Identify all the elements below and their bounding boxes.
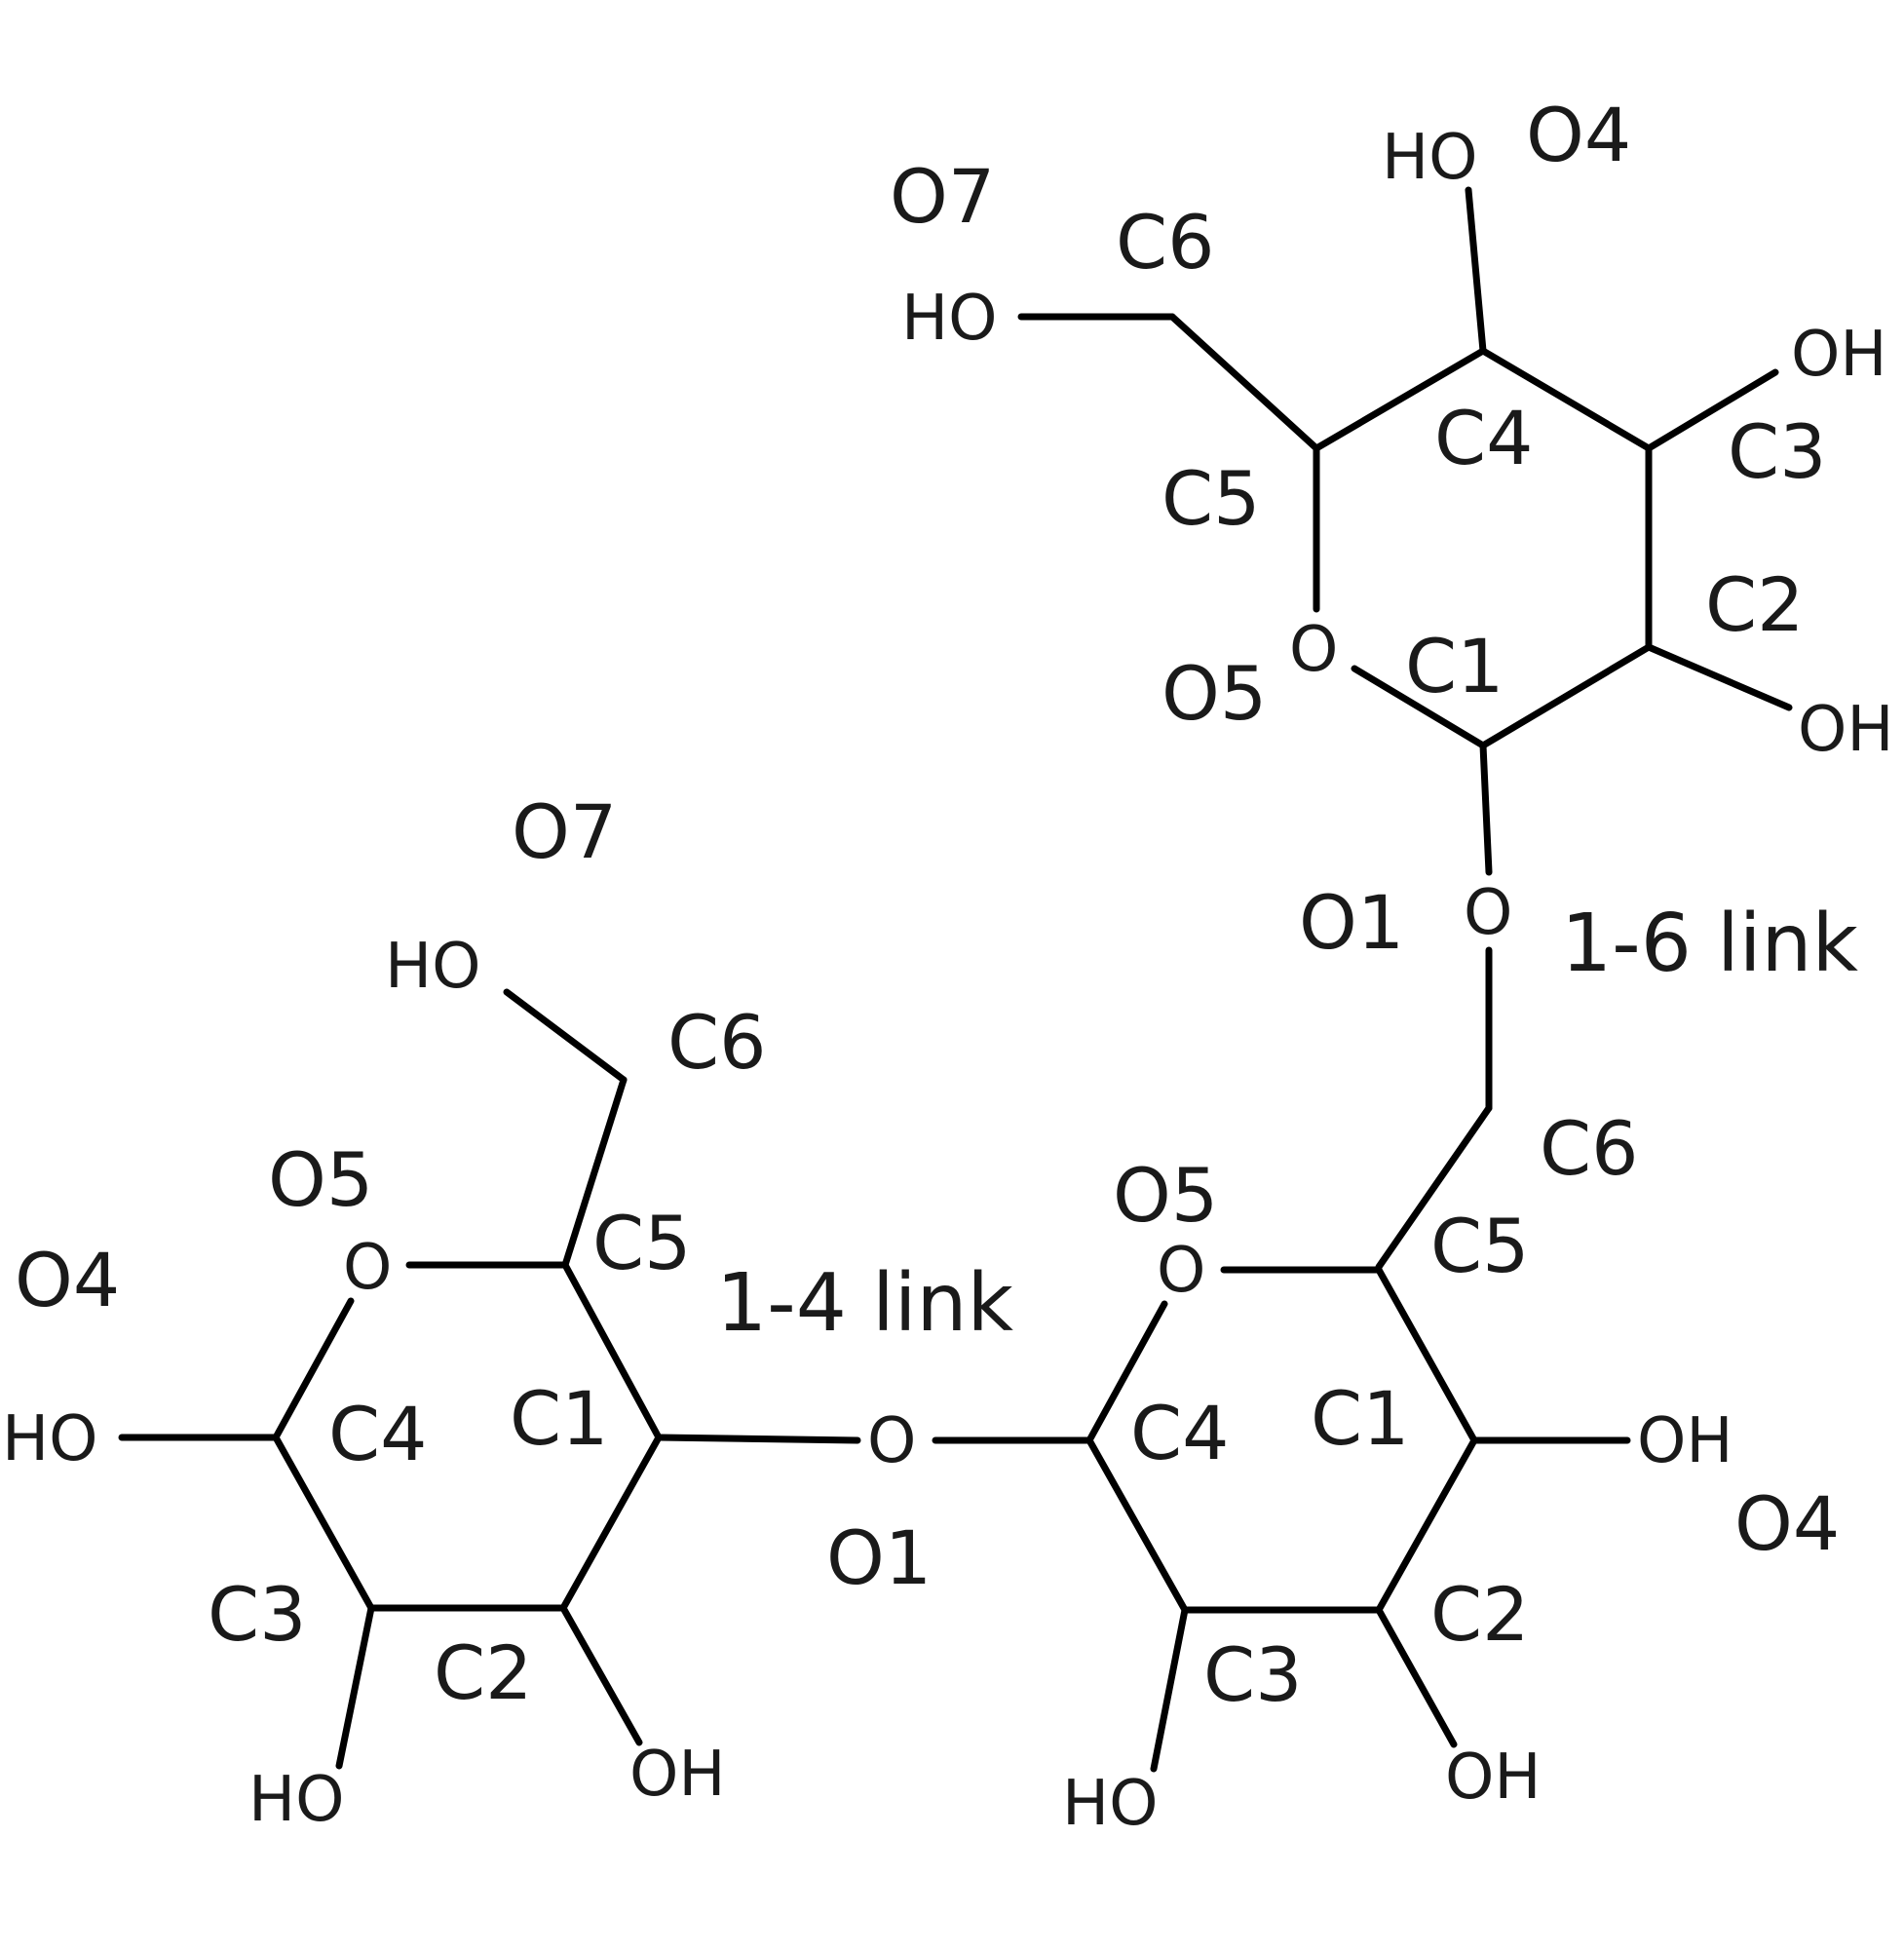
left-c3-label: C3 bbox=[208, 1571, 306, 1658]
right-hydroxyl-c3-label: HO bbox=[1062, 1768, 1159, 1840]
bond-left-c1-c5 bbox=[561, 1261, 663, 1441]
right-c2-label: C2 bbox=[1430, 1571, 1529, 1658]
left-hydroxyl-c6-label: HO bbox=[385, 931, 481, 1003]
right-ring-labels: O5 O C5 C4 C1 OH O4 C2 C3 HO OH bbox=[1062, 1152, 1840, 1840]
link-1-6-c6-label: C6 bbox=[1540, 1105, 1638, 1192]
top-ring-labels: O7 C6 HO HO O4 OH C4 C3 C5 C2 O C1 O5 OH bbox=[890, 92, 1894, 766]
top-hydroxyl-c4-label: HO bbox=[1382, 122, 1478, 194]
top-c4-label: C4 bbox=[1434, 395, 1533, 481]
left-o4-label: O4 bbox=[15, 1237, 120, 1323]
bond-right-c3-ho bbox=[1150, 1606, 1189, 1773]
right-ring-oxygen-label: O bbox=[1157, 1235, 1205, 1307]
bond-left-c3-ho bbox=[335, 1604, 375, 1770]
right-hydroxyl-c1-label: OH bbox=[1637, 1405, 1733, 1477]
bond-left-o5-c4 bbox=[272, 1297, 355, 1441]
right-c1-label: C1 bbox=[1311, 1375, 1409, 1462]
link-1-6-oxygen-label: O bbox=[1464, 877, 1512, 949]
bond-c6-right-c5 bbox=[1375, 1104, 1493, 1271]
top-c2-label: C2 bbox=[1705, 561, 1804, 648]
bond-right-c2-c1 bbox=[1375, 1436, 1478, 1614]
bond-right-o5-c4 bbox=[1085, 1300, 1168, 1444]
right-c3-label: C3 bbox=[1203, 1631, 1302, 1718]
left-ring-labels: O7 HO C6 O5 O C5 O4 HO C4 C1 C3 C2 HO OH bbox=[2, 788, 766, 1836]
bond-top-c1-o1 bbox=[1479, 742, 1493, 876]
bond-left-c2-c1 bbox=[559, 1434, 663, 1612]
bond-top-c3-oh bbox=[1645, 368, 1779, 452]
link-1-6-o1-label: O1 bbox=[1299, 879, 1404, 966]
bond-left-c6-c5 bbox=[561, 1076, 628, 1269]
top-c1-label: C1 bbox=[1405, 623, 1504, 709]
right-c4-label: C4 bbox=[1130, 1390, 1229, 1476]
right-hydroxyl-c2-label: OH bbox=[1445, 1741, 1542, 1814]
bond-left-ho-c6 bbox=[503, 988, 628, 1084]
left-c6-label: C6 bbox=[667, 999, 766, 1086]
left-c5-label: C5 bbox=[592, 1200, 691, 1286]
bond-right-c5-c1 bbox=[1375, 1266, 1478, 1444]
top-hydroxyl-c6-label: HO bbox=[901, 283, 998, 355]
bond-top-c4-c3 bbox=[1479, 347, 1653, 452]
link-1-4-oxygen-label: O bbox=[867, 1405, 916, 1477]
left-o5-label: O5 bbox=[268, 1136, 373, 1223]
bond-top-c2-c1 bbox=[1479, 643, 1653, 749]
left-ring-oxygen-label: O bbox=[343, 1232, 392, 1304]
right-o4-label: O4 bbox=[1734, 1480, 1840, 1567]
left-hydroxyl-c3-label: HO bbox=[248, 1764, 345, 1836]
bond-left-c4-c3 bbox=[272, 1434, 375, 1612]
link-1-4-text: 1-4 link bbox=[716, 1257, 1014, 1350]
link-1-4-labels: 1-4 link O O1 bbox=[716, 1257, 1014, 1601]
bond-right-c4-c3 bbox=[1085, 1436, 1189, 1614]
right-c5-label: C5 bbox=[1430, 1203, 1529, 1289]
link-1-6-text: 1-6 link bbox=[1561, 898, 1859, 990]
link-1-6-labels: O O1 1-6 link C6 bbox=[1299, 877, 1859, 1192]
top-hydroxyl-c3-label: OH bbox=[1791, 319, 1887, 391]
bond-top-c5-c4 bbox=[1313, 347, 1487, 452]
left-c1-label: C1 bbox=[510, 1375, 608, 1462]
bond-top-c6-c5 bbox=[1168, 313, 1320, 452]
left-o7-label: O7 bbox=[512, 788, 617, 875]
top-o7-label: O7 bbox=[890, 153, 995, 240]
bond-top-c2-oh bbox=[1645, 643, 1793, 711]
left-hydroxyl-c4-label: HO bbox=[2, 1403, 98, 1475]
top-c6-label: C6 bbox=[1116, 199, 1214, 286]
bond-left-c1-o1 bbox=[655, 1434, 861, 1444]
left-c2-label: C2 bbox=[434, 1629, 532, 1716]
top-o4-label: O4 bbox=[1526, 92, 1631, 178]
bond-top-c1-o5 bbox=[1351, 665, 1487, 749]
top-c5-label: C5 bbox=[1161, 455, 1260, 542]
bonds bbox=[118, 186, 1793, 1773]
bond-left-c2-oh bbox=[559, 1604, 643, 1746]
top-o5-label: O5 bbox=[1161, 650, 1267, 737]
bond-right-c2-oh bbox=[1375, 1606, 1458, 1748]
top-hydroxyl-c2-label: OH bbox=[1798, 694, 1894, 766]
left-c4-label: C4 bbox=[328, 1391, 427, 1477]
right-o5-label: O5 bbox=[1113, 1152, 1218, 1239]
left-hydroxyl-c2-label: OH bbox=[629, 1739, 726, 1811]
top-c3-label: C3 bbox=[1728, 408, 1826, 495]
top-ring-oxygen-label: O bbox=[1289, 614, 1338, 686]
bond-top-c4-ho bbox=[1465, 186, 1487, 355]
link-1-4-o1-label: O1 bbox=[826, 1514, 932, 1601]
